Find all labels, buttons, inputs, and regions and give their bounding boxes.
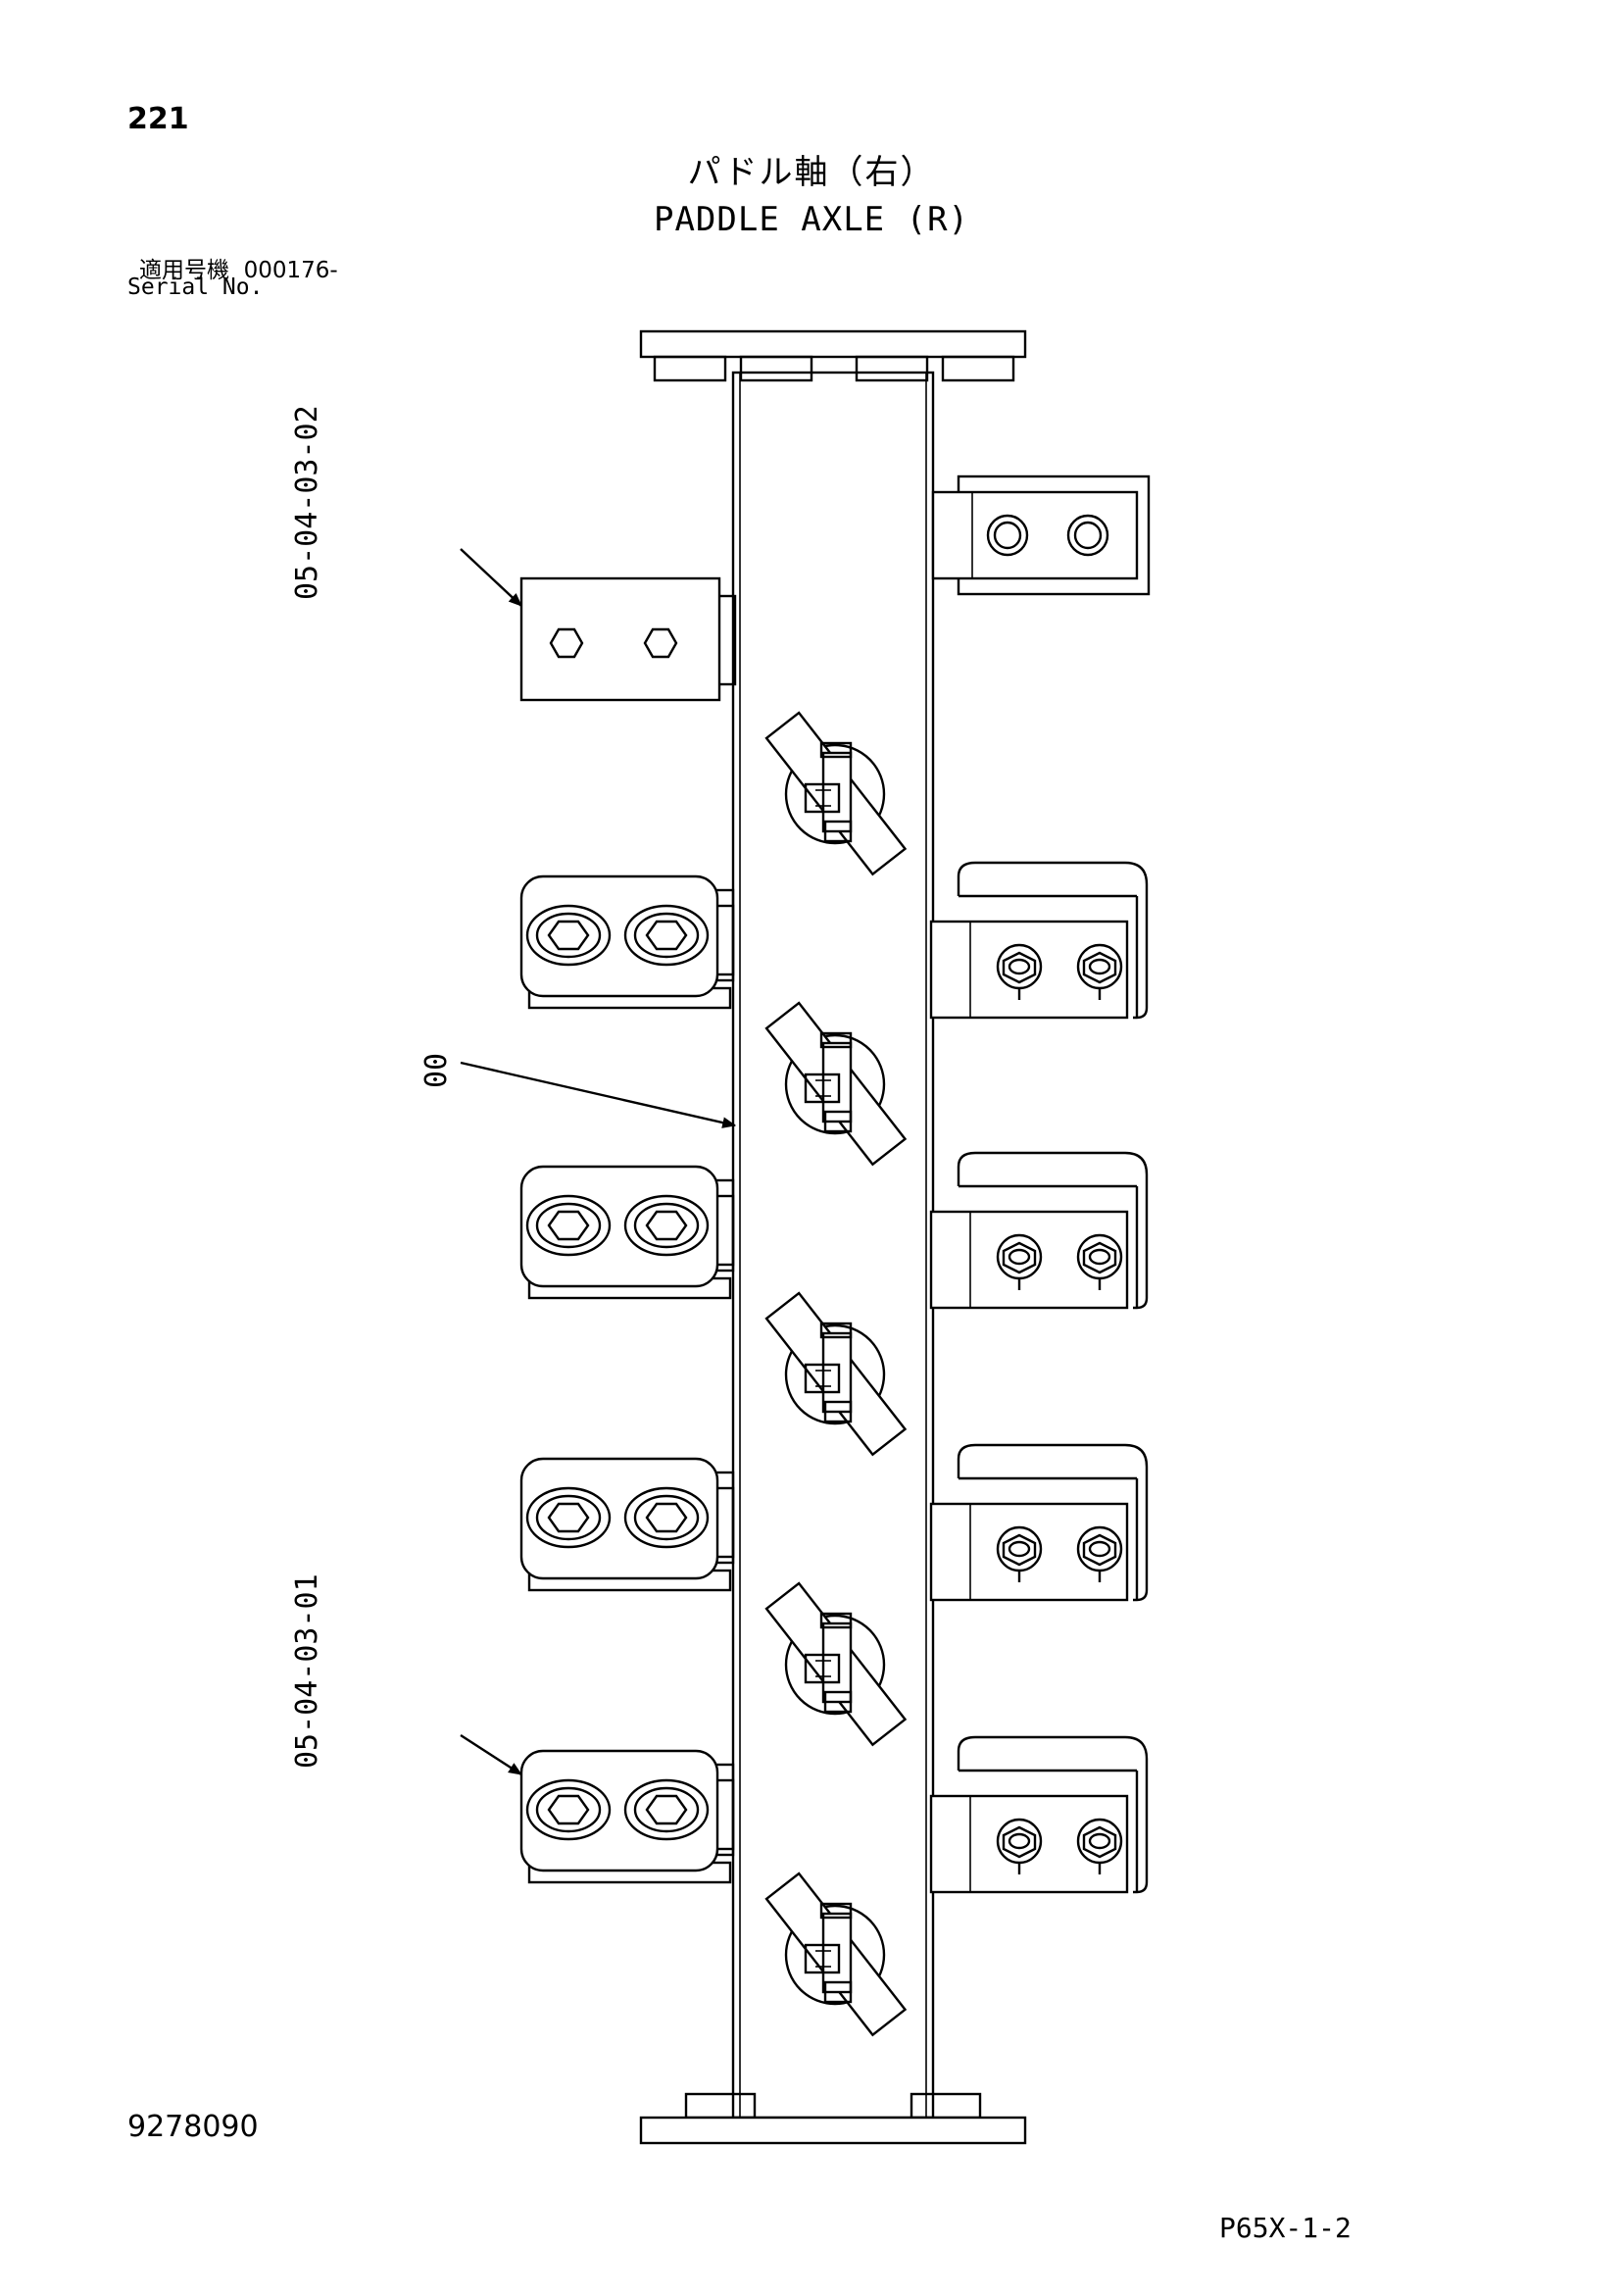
callout-shaft: 00: [419, 1053, 454, 1088]
right-bracket-4: [929, 1735, 1149, 1894]
callout-lower-bracket: 05-04-03-01: [290, 1573, 324, 1769]
callout-upper-bracket: 05-04-03-02: [290, 405, 324, 600]
title-japanese: パドル軸（右）: [687, 153, 936, 192]
left-bracket-3: [519, 1457, 735, 1592]
serial-label-english: Serial No.: [127, 275, 264, 300]
leader-lower-bracket: [460, 1733, 522, 1776]
paddle-2: [764, 1001, 907, 1166]
left-bracket-2: [519, 1165, 735, 1300]
bottom-flange-plate: [639, 2116, 1027, 2145]
page-number: 221: [127, 102, 189, 136]
right-bracket-3: [929, 1443, 1149, 1602]
paddle-1: [764, 711, 907, 875]
serial-label-japanese: 適用号機: [139, 258, 229, 283]
drawing-number: 9278090: [127, 2110, 259, 2144]
leader-shaft: [460, 1061, 737, 1128]
left-bracket-1: [519, 874, 735, 1010]
paddle-3: [764, 1291, 907, 1456]
left-bracket-4: [519, 1749, 735, 1884]
title-english: PADDLE AXLE (R): [653, 200, 970, 239]
upper-left-bracket: [519, 576, 737, 702]
paddle-4: [764, 1581, 907, 1746]
paddle-5: [764, 1872, 907, 2036]
leader-upper-bracket: [460, 548, 522, 607]
axle-shaft: [731, 371, 935, 2120]
sheet-code: P65X-1-2: [1219, 2212, 1352, 2244]
right-bracket-1: [929, 861, 1149, 1020]
right-bracket-2: [929, 1151, 1149, 1310]
serial-value: 000176-: [243, 258, 338, 283]
upper-right-bracket: [931, 474, 1151, 596]
serial-line-japanese: 適用号機 000176-: [139, 251, 338, 284]
top-flange-plate: [639, 329, 1027, 359]
